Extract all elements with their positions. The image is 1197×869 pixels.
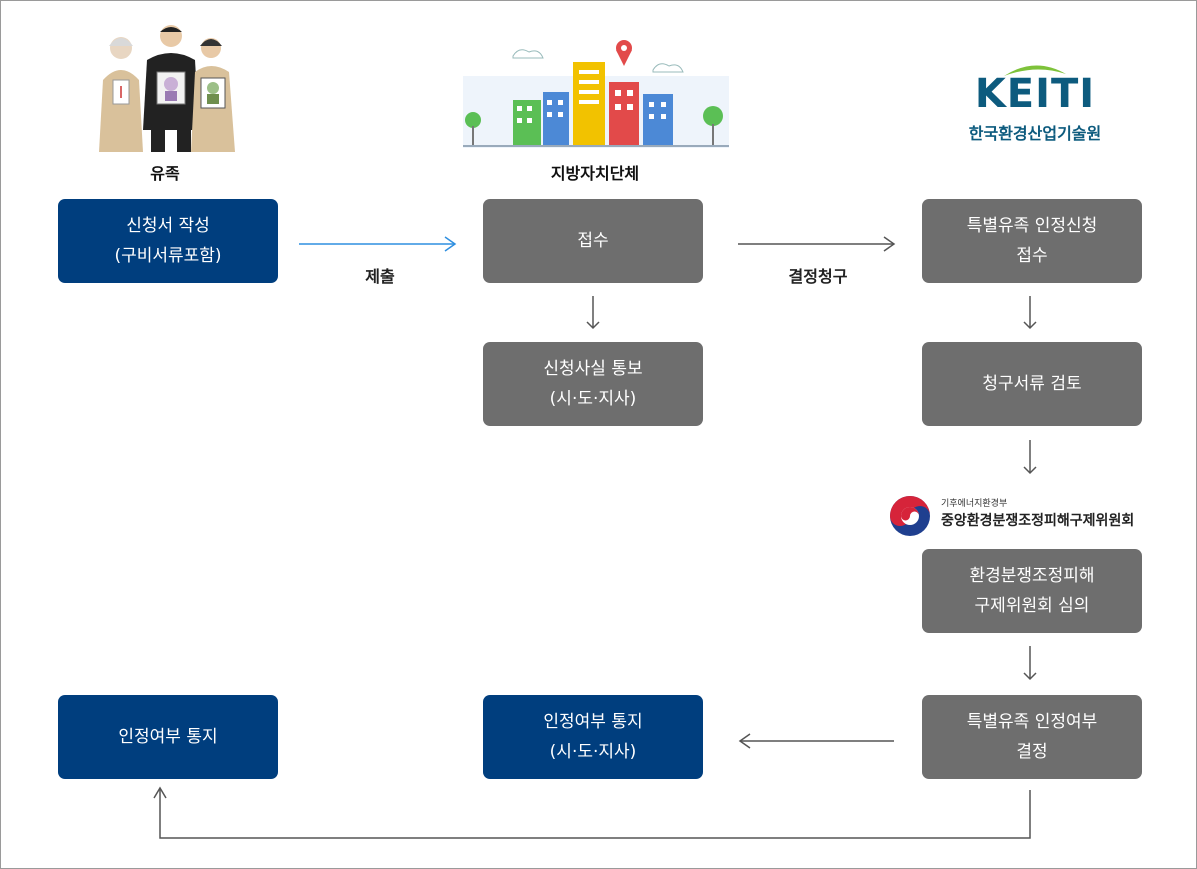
box-decision-line2: 결정 xyxy=(1016,742,1048,762)
keiti-logo: KEITI 한국환경산업기술원 xyxy=(950,64,1120,144)
local-government-illustration xyxy=(463,40,729,148)
keiti-logo-text: KEITI xyxy=(974,71,1096,117)
left-arrow-notify xyxy=(738,733,894,749)
box-special-receive-line1: 특별유족 인정신청 xyxy=(966,216,1098,236)
box-special-receive: 특별유족 인정신청 접수 xyxy=(922,199,1142,283)
ministry-name: 기후에너지환경부 xyxy=(941,499,1008,509)
down-arrow-decision xyxy=(1023,646,1037,681)
box-notify-local: 인정여부 통지 (시·도·지사) xyxy=(483,695,703,779)
submit-arrow xyxy=(299,236,457,252)
committee-name: 중앙환경분쟁조정피해구제위원회 xyxy=(941,513,1135,529)
box-apply-line1: 신청서 작성 xyxy=(126,216,210,236)
box-review-line1: 청구서류 검토 xyxy=(982,374,1082,394)
leaf-icon xyxy=(1004,65,1066,76)
edge-label-submit: 제출 xyxy=(365,267,395,286)
actor-local-gov-label: 지방자치단체 xyxy=(550,164,640,183)
box-notify-family: 인정여부 통지 xyxy=(58,695,278,779)
box-review: 청구서류 검토 xyxy=(922,342,1142,426)
box-receive: 접수 xyxy=(483,199,703,283)
box-decision-line1: 특별유족 인정여부 xyxy=(966,712,1098,732)
box-notify-family-line1: 인정여부 통지 xyxy=(118,727,218,747)
box-notify-local-line2: (시·도·지사) xyxy=(549,742,637,762)
request-arrow xyxy=(738,236,896,252)
box-apply-line2: (구비서류포함) xyxy=(114,246,222,266)
box-special-receive-line2: 접수 xyxy=(1016,246,1048,266)
return-arrow-family xyxy=(153,786,1031,839)
box-notice-line1: 신청사실 통보 xyxy=(543,359,643,379)
box-receive-line1: 접수 xyxy=(577,231,609,251)
down-arrow-receive xyxy=(586,296,600,330)
box-deliberation-line2: 구제위원회 심의 xyxy=(974,596,1090,616)
edge-label-request: 결정청구 xyxy=(788,267,848,286)
bereaved-family-illustration xyxy=(99,25,235,152)
box-deliberation-line1: 환경분쟁조정피해 xyxy=(969,566,1095,586)
box-apply: 신청서 작성 (구비서류포함) xyxy=(58,199,278,283)
box-notice-line2: (시·도·지사) xyxy=(549,389,637,409)
box-notify-local-line1: 인정여부 통지 xyxy=(543,712,643,732)
down-arrow-cmt xyxy=(1023,440,1037,475)
actor-family-label: 유족 xyxy=(150,164,180,183)
box-notice: 신청사실 통보 (시·도·지사) xyxy=(483,342,703,426)
box-decision: 특별유족 인정여부 결정 xyxy=(922,695,1142,779)
taegeuk-icon xyxy=(890,496,930,536)
keiti-name: 한국환경산업기술원 xyxy=(968,124,1102,143)
down-arrow-review xyxy=(1023,296,1037,330)
committee-emblem: 기후에너지환경부 중앙환경분쟁조정피해구제위원회 xyxy=(888,494,1168,538)
box-deliberation: 환경분쟁조정피해 구제위원회 심의 xyxy=(922,549,1142,633)
